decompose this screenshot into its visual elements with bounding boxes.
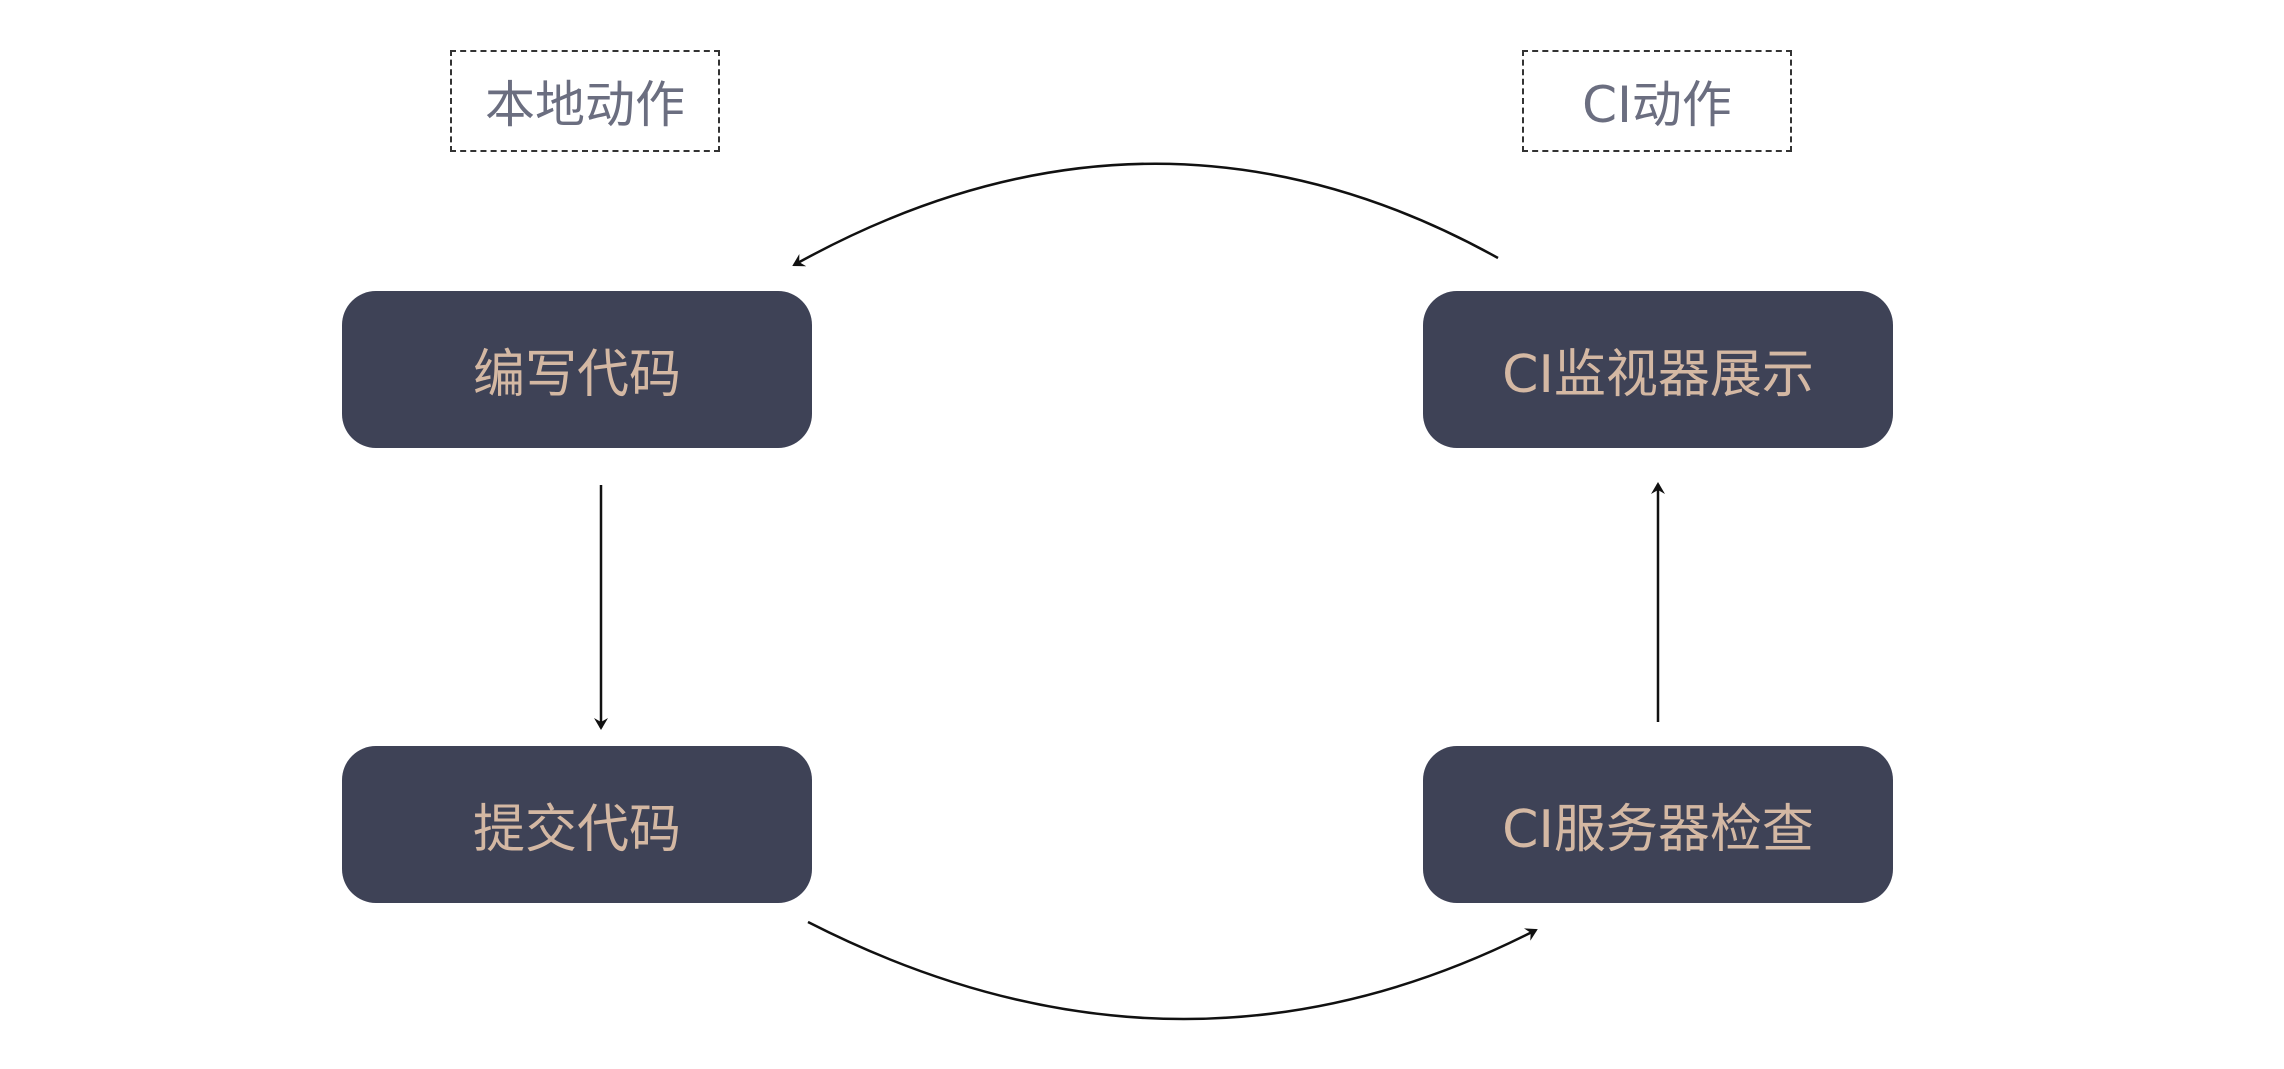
node-commit-code: 提交代码 [342,746,812,903]
node-write-code: 编写代码 [342,291,812,448]
group-label-local: 本地动作 [450,50,720,152]
node-ci-monitor-display: CI监视器展示 [1423,291,1893,448]
arrow-display-to-write [792,162,1499,267]
arrow-commit-to-ci-check [807,920,1538,1021]
node-ci-server-check: CI服务器检查 [1423,746,1893,903]
group-label-ci: CI动作 [1522,50,1792,152]
